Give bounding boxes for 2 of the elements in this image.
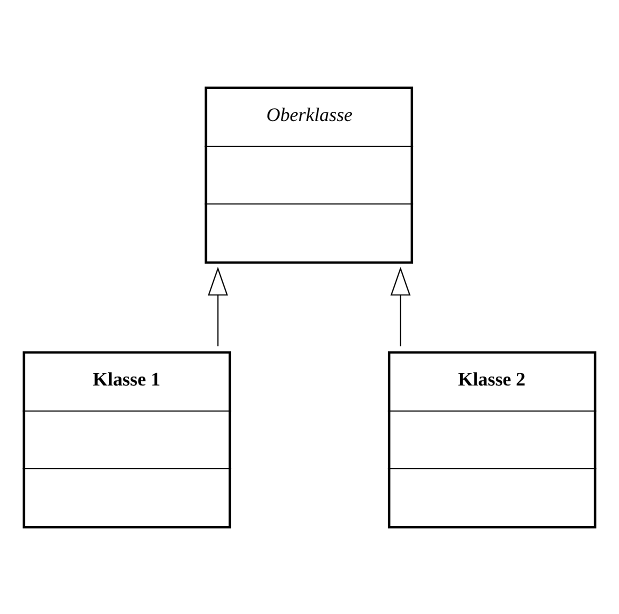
arrow	[208, 266, 228, 346]
arrow	[390, 266, 411, 346]
